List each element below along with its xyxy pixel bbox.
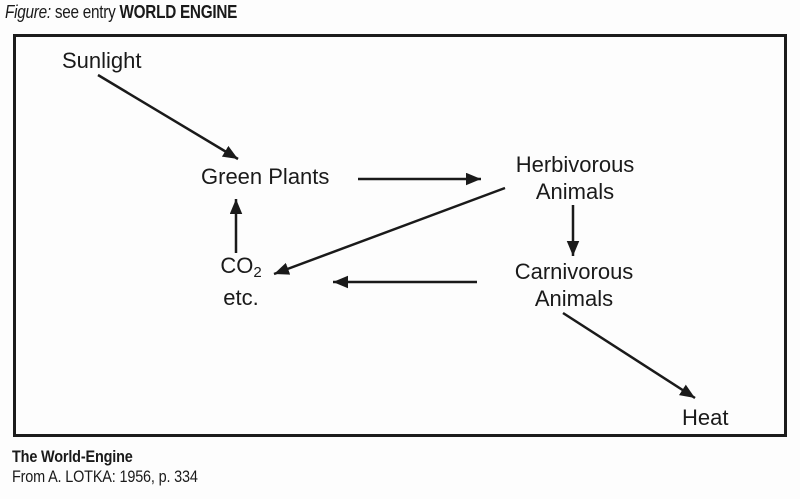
herbivorous-line1: Herbivorous <box>515 152 635 177</box>
carnivorous-line1: Carnivorous <box>514 259 634 284</box>
co2-etc-label: etc. <box>223 285 259 310</box>
node-sunlight: Sunlight <box>62 48 142 73</box>
node-co2-etc: CO2 etc. <box>218 250 264 314</box>
arrow-carnivorous-to-heat <box>562 311 696 400</box>
node-herbivorous-animals: Herbivorous Animals <box>516 151 635 205</box>
figure-reference-caption: Figure: see entry WORLD ENGINE <box>5 1 237 23</box>
arrow-herbivorous-to-co2 <box>273 186 506 276</box>
arrow-sunlight-to-green-plants <box>97 73 239 161</box>
node-heat: Heat <box>682 405 729 430</box>
node-green-plants: Green Plants <box>201 164 330 189</box>
figure-source: From A. LOTKA: 1956, p. 334 <box>12 467 198 486</box>
co2-subscript: 2 <box>253 264 262 281</box>
figure-title: The World-Engine <box>12 447 133 466</box>
co2-formula-line: CO2 <box>218 250 264 282</box>
diagram-frame: Sunlight Green Plants Herbivorous Animal… <box>13 34 787 437</box>
carnivorous-line2: Animals <box>534 286 614 311</box>
node-carnivorous-animals: Carnivorous Animals <box>515 258 634 312</box>
figure-reference-text: see entry <box>50 2 120 22</box>
figure-caption: The World-Engine From A. LOTKA: 1956, p.… <box>12 447 231 487</box>
arrow-layer <box>97 73 696 400</box>
herbivorous-line2: Animals <box>535 179 615 204</box>
co2-formula: CO <box>220 253 254 278</box>
figure-entry-name: WORLD ENGINE <box>119 2 238 22</box>
figure-label: Figure: <box>5 2 51 22</box>
